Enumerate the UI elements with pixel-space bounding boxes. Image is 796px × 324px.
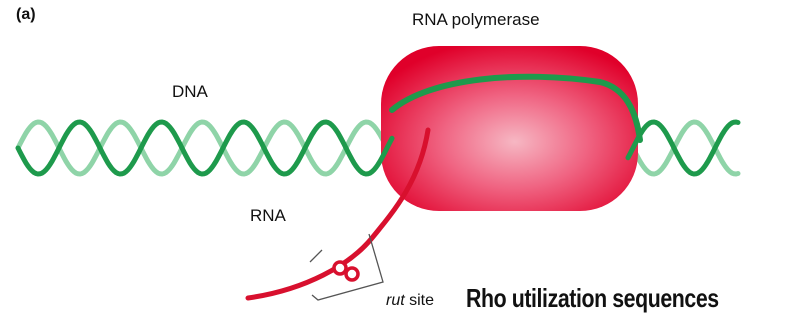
rna-label: RNA	[250, 206, 286, 226]
rut-label-italic: rut	[386, 292, 405, 309]
rna-polymerase	[381, 46, 638, 211]
dna-label: DNA	[172, 82, 208, 102]
rut-label-suffix: site	[405, 292, 434, 309]
rna-polymerase-label: RNA polymerase	[412, 10, 540, 30]
panel-label: (a)	[16, 6, 36, 24]
rut-site-label: rut site	[386, 292, 434, 310]
rut-hairpin-loop	[334, 262, 346, 274]
rut-hairpin-loop	[346, 268, 358, 280]
rho-utilization-label: Rho utilization sequences	[466, 283, 719, 314]
